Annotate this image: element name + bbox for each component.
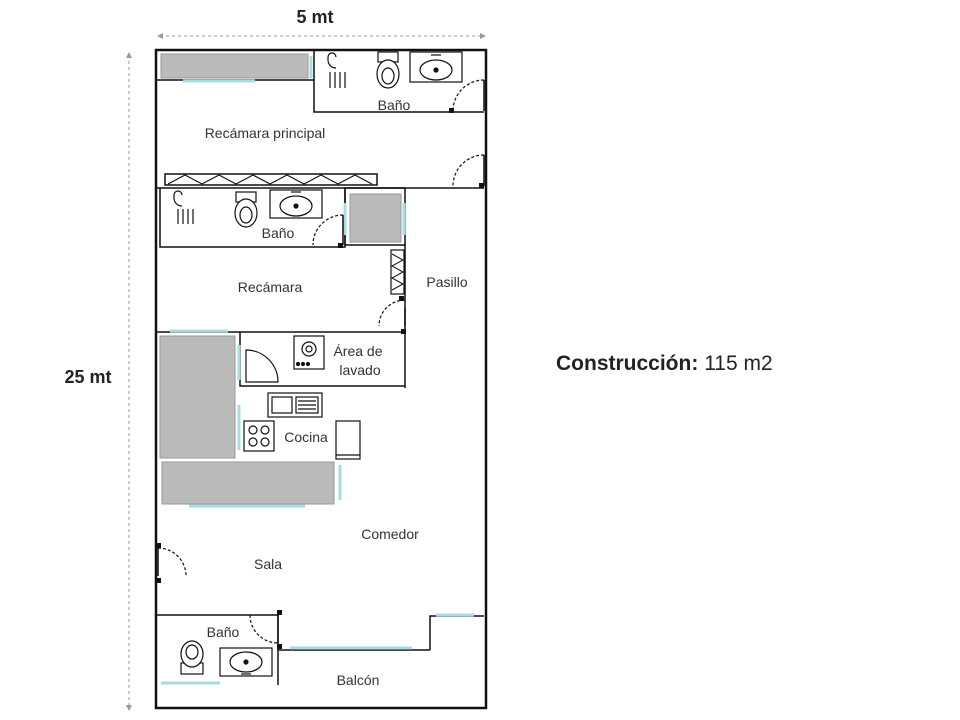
room-label-area-lavado-1: Área de [333, 343, 382, 359]
closet [349, 193, 402, 243]
toilet-icon [180, 640, 204, 675]
room-label-area-lavado-2: lavado [339, 362, 380, 378]
room-label-pasillo: Pasillo [426, 274, 467, 290]
height-dimension: 25 mt [64, 52, 132, 711]
shower-icon [327, 52, 346, 88]
room-label-bano-3: Baño [207, 624, 240, 640]
toilet-icon [234, 191, 258, 228]
wardrobe [164, 173, 378, 186]
master-closet [160, 53, 309, 79]
shower-icon [173, 190, 194, 224]
furniture [159, 53, 402, 505]
construction-label: Construcción: [556, 352, 699, 375]
fridge-icon [335, 420, 361, 460]
construction-summary: Construcción: 115 m2 [556, 352, 773, 376]
washer-icon [293, 335, 325, 370]
sink-icon [409, 51, 463, 83]
room-label-cocina: Cocina [284, 429, 328, 445]
kitchen-sink-icon [267, 392, 323, 418]
kitchen-counter [159, 335, 236, 459]
room-label-recamara: Recámara [238, 279, 303, 295]
width-label: 5 mt [296, 7, 333, 27]
laundry-tub-icon [245, 349, 279, 383]
wall-markers [156, 108, 484, 649]
sofa [161, 461, 335, 505]
doors [157, 79, 485, 644]
sink-icon [219, 647, 273, 677]
hallway-shelf [390, 249, 405, 295]
door-leaves [157, 80, 485, 643]
windows [161, 56, 474, 685]
construction-value: 115 m2 [704, 352, 773, 375]
outer-wall [154, 48, 488, 710]
room-label-bano-2: Baño [262, 225, 295, 241]
toilet-icon [376, 51, 400, 89]
room-label-bano-principal: Baño [378, 97, 411, 113]
room-label-recamara-principal: Recámara principal [205, 125, 326, 141]
sink-icon [269, 189, 323, 219]
room-label-comedor: Comedor [361, 526, 419, 542]
stove-icon [243, 420, 275, 452]
width-dimension: 5 mt [157, 7, 486, 39]
room-label-balcon: Balcón [337, 672, 380, 688]
interior-walls [156, 50, 484, 685]
room-label-sala: Sala [254, 556, 282, 572]
height-label: 25 mt [64, 367, 111, 387]
